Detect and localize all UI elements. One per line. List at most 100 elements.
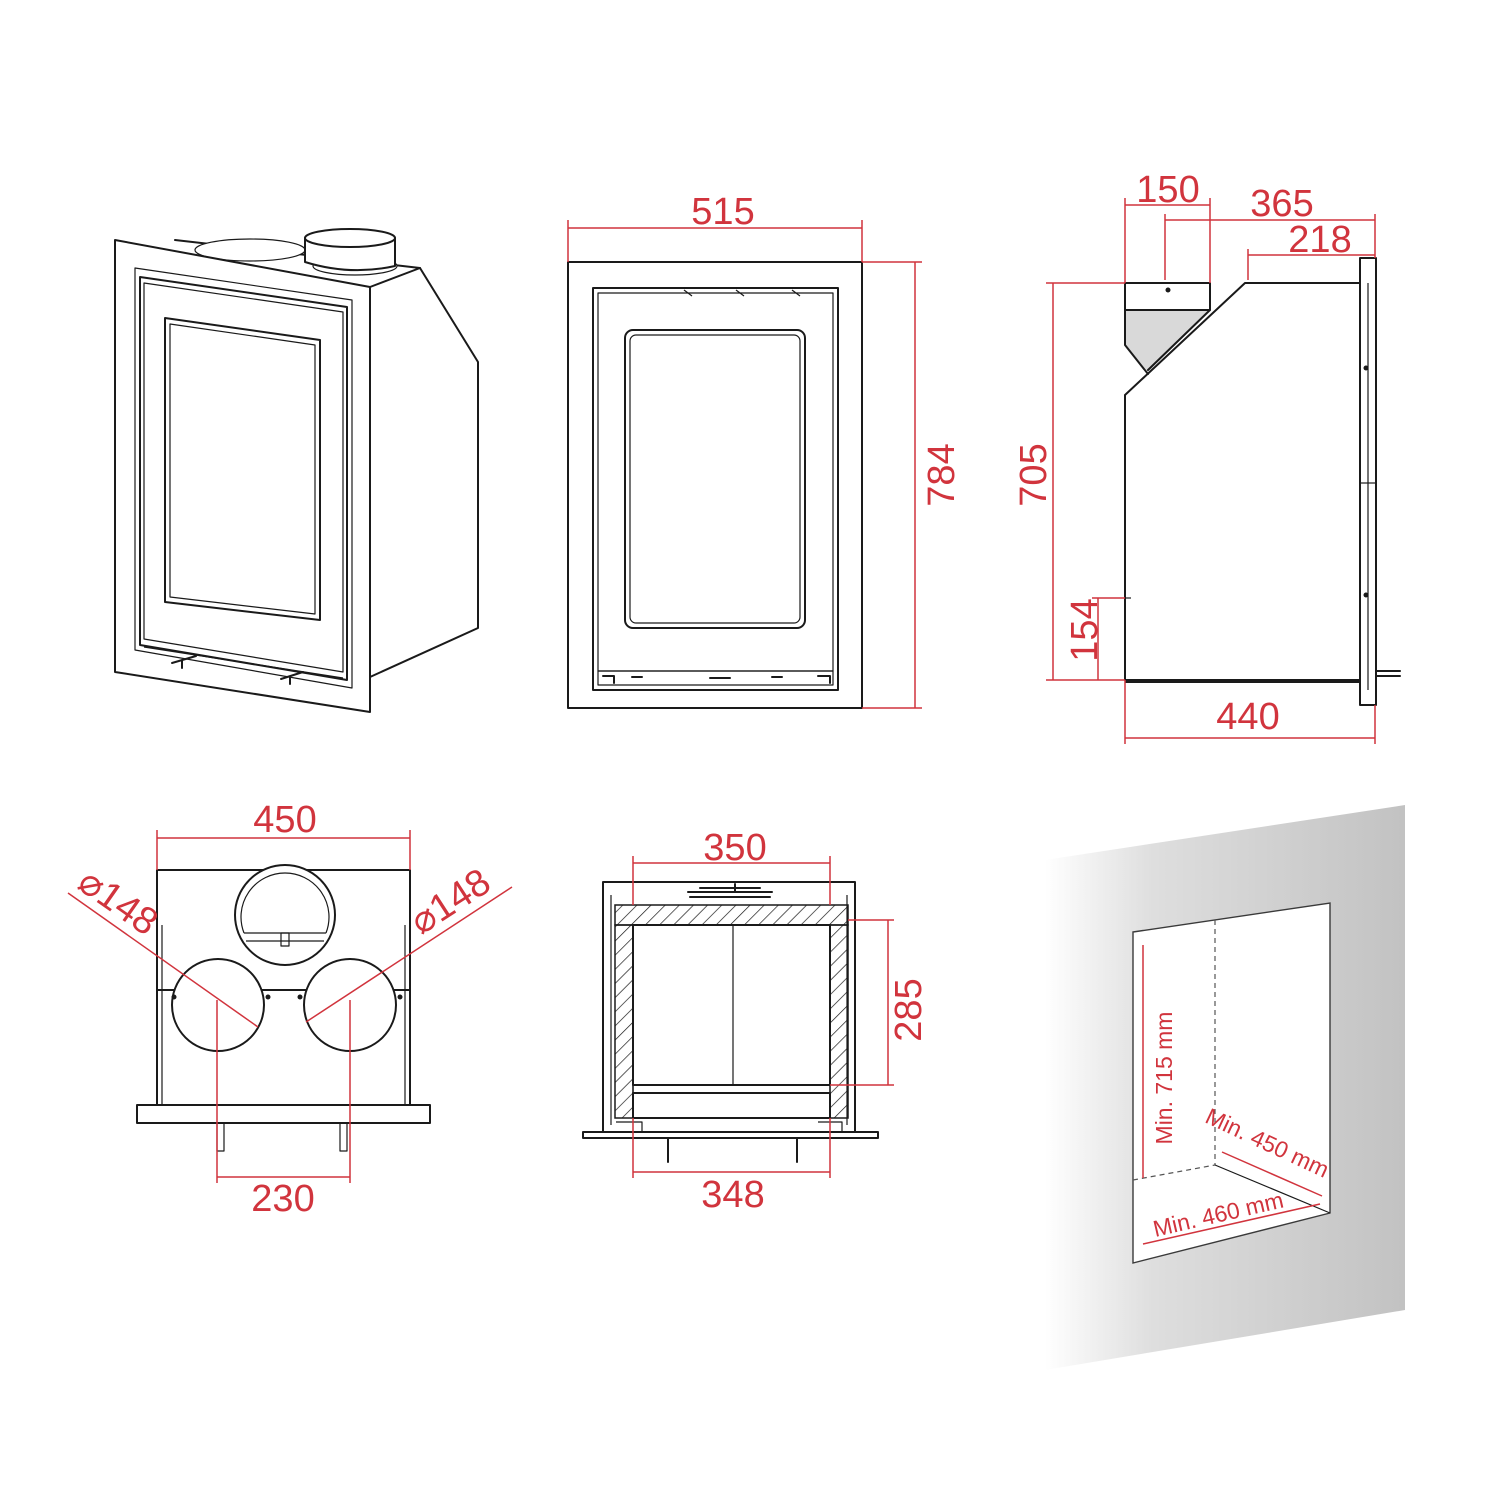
outlet-left: [171, 958, 265, 1052]
flue-pipe: [1124, 309, 1211, 375]
dimension-label-width: 515: [691, 191, 754, 233]
dimension-bottom-width: 348: [632, 1118, 831, 1216]
door-bottom-rail: [143, 646, 344, 679]
front-frame-outer: [567, 261, 863, 709]
dimension-label-left-outlet-diameter: ⌀148: [70, 860, 165, 944]
bottom-rail: [597, 670, 834, 686]
flue-damper-tab: [280, 932, 290, 947]
lining-left: [614, 924, 634, 1119]
extension-lines: [632, 856, 831, 905]
door: [139, 276, 348, 681]
dimension-label-flue-width: 150: [1136, 169, 1199, 211]
door-top-ticks: [683, 289, 801, 297]
dimension-width: 515: [567, 191, 863, 262]
firebox-view: 350 348 285: [582, 827, 930, 1216]
dimension-flue-width: 150: [1124, 169, 1211, 283]
opening-back-floor-edge: [1132, 1164, 1216, 1181]
opening-side-floor-edge: [1214, 1164, 1331, 1214]
dimension-line: [1221, 1151, 1323, 1197]
dimension-label-height: 285: [888, 978, 930, 1041]
side-wall-lines: [610, 895, 848, 1125]
dimension-outlet-spacing: 230: [216, 1000, 351, 1220]
dimension-label-height: 784: [921, 443, 963, 506]
side-wall-lines: [161, 925, 406, 1105]
front-plate: [136, 1104, 431, 1124]
dimension-label-top-to-front: 218: [1288, 219, 1351, 261]
base-details: [616, 1121, 843, 1132]
top-damper: [687, 883, 773, 898]
fixing-hole-lower: [1363, 592, 1369, 598]
base-plate: [582, 1131, 879, 1139]
dimension-label-flue-to-front: 365: [1250, 183, 1313, 225]
base-rail: [1125, 680, 1360, 683]
side-view: 150 365 218 705 154 440: [1013, 169, 1401, 744]
extension-lines: [1046, 282, 1125, 681]
dimension-inlet-height: 154: [1064, 597, 1125, 680]
dimension-depth: 440: [1124, 680, 1376, 744]
dimension-flue-to-front: 365: [1164, 183, 1376, 280]
flue-collar: [234, 864, 336, 966]
dimension-label-bottom-width: 348: [701, 1174, 764, 1216]
dimension-width: 450: [156, 799, 411, 870]
dimension-top-width: 350: [632, 827, 831, 905]
door-glass-inner: [169, 323, 316, 615]
dimension-label-right-outlet-diameter: ⌀148: [403, 861, 498, 943]
dimension-min-height: Min. 715 mm: [1142, 945, 1177, 1178]
door-glass: [624, 329, 806, 629]
dimension-label-inlet-height: 154: [1064, 598, 1106, 661]
dimension-label-outlet-spacing: 230: [251, 1178, 314, 1220]
air-control-handle-right: [280, 671, 304, 685]
adjuster-leg-right: [339, 1122, 348, 1152]
top-view: 450 230 ⌀148 ⌀148: [67, 799, 513, 1220]
fixing-hole: [171, 994, 177, 1000]
fixing-hole: [297, 994, 303, 1000]
door-glass: [164, 317, 321, 621]
extension-lines: [632, 1118, 831, 1178]
fixing-hole-upper: [1363, 365, 1369, 371]
leader-line: [67, 892, 259, 1028]
perspective-view: [114, 228, 479, 713]
body-top-edge: [369, 267, 421, 288]
flue-collar: [1124, 282, 1211, 311]
bottom-rail-details: [602, 675, 831, 684]
dimension-label-width: 450: [253, 799, 316, 841]
door-outer: [592, 287, 839, 691]
fixing-hole: [265, 994, 271, 1000]
grate-bar: [632, 1084, 831, 1094]
dimension-top-to-front: 218: [1247, 219, 1375, 280]
wall-opening-view: Min. 715 mm Min. 450 mm Min. 460 mm: [1045, 805, 1405, 1370]
dimension-label-depth: 440: [1216, 696, 1279, 738]
firebox-chamber: [632, 924, 831, 1086]
extension-lines: [1164, 214, 1376, 280]
door-glass-inner: [629, 334, 801, 624]
flue-fixing-hole: [1165, 287, 1171, 293]
fixing-hole: [397, 994, 403, 1000]
door-inner-edge: [597, 292, 834, 672]
dimension-label-top-width: 350: [703, 827, 766, 869]
flue-collar-top: [304, 228, 396, 248]
dimension-height: 705: [1013, 282, 1125, 681]
adjuster-bolt: [1375, 670, 1401, 677]
ash-pan: [632, 1092, 831, 1119]
extension-lines: [862, 261, 922, 709]
extension-lines: [216, 1000, 351, 1183]
adjuster-leg-left: [216, 1122, 225, 1152]
extension-lines: [567, 220, 863, 262]
dimension-height: 285: [830, 919, 930, 1086]
front-frame-outer: [114, 239, 371, 713]
air-control-handle-left: [171, 655, 197, 669]
extension-lines: [1124, 198, 1211, 283]
extension-lines: [156, 830, 411, 870]
extension-lines: [830, 919, 894, 1086]
lining-top: [614, 904, 849, 926]
front-frame-inner: [134, 267, 353, 689]
dimension-line: [1142, 1203, 1321, 1245]
door-inner-edge: [143, 282, 344, 673]
adjuster-legs: [667, 1137, 798, 1163]
front-view: 515 784: [567, 191, 963, 709]
leader-line: [305, 886, 513, 1023]
dimension-height: 784: [862, 261, 963, 709]
lining-right: [829, 924, 849, 1119]
flue-pipe-shading: [1125, 310, 1210, 372]
